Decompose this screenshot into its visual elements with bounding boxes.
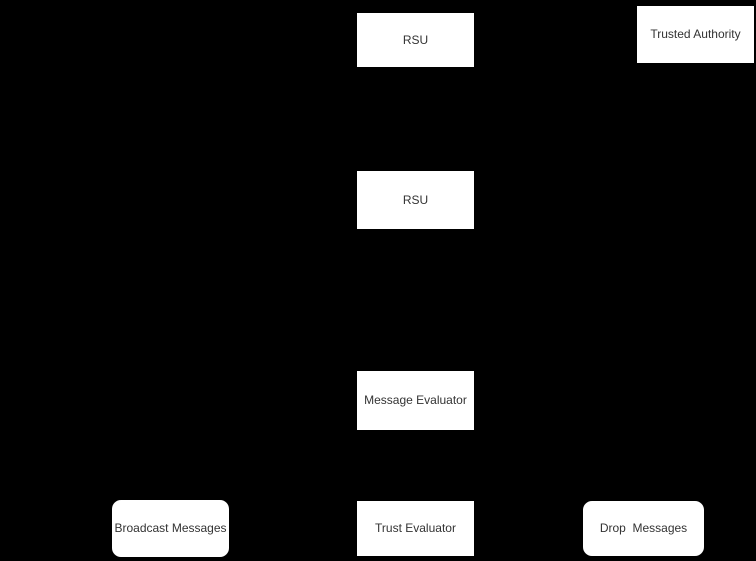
- node-message-evaluator: Message Evaluator: [356, 370, 475, 431]
- node-label: Message Evaluator: [364, 393, 467, 408]
- node-rsu-top: RSU: [356, 12, 475, 68]
- node-label: RSU: [402, 32, 429, 47]
- node-label: Trusted Authority: [650, 27, 741, 42]
- node-label: RSU: [402, 192, 429, 207]
- node-broadcast-messages: Broadcast Messages: [111, 499, 230, 558]
- node-label: Broadcast Messages: [114, 521, 227, 536]
- node-rsu-middle: RSU: [356, 170, 475, 230]
- node-drop-messages: Drop Messages: [582, 500, 705, 557]
- node-label: Trust Evaluator: [375, 521, 456, 536]
- node-trust-evaluator: Trust Evaluator: [356, 500, 475, 557]
- node-label: Drop Messages: [599, 521, 688, 536]
- node-trusted-authority: Trusted Authority: [636, 5, 755, 64]
